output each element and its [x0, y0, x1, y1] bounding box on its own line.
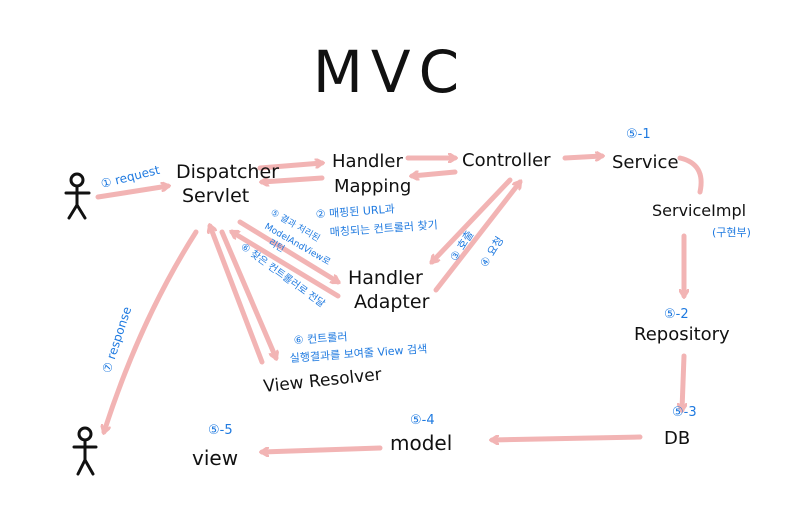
response-arrow [104, 229, 199, 432]
view-node: view [192, 446, 238, 470]
servlet-to-adapter-arrow [237, 219, 338, 285]
adapter-note-line2: ④ 요청 [478, 234, 507, 269]
user-response-icon [72, 426, 98, 476]
model-to-view-arrow [262, 445, 383, 452]
impl-note: (구현부) [712, 226, 751, 239]
service-impl-node: ServiceImpl [652, 201, 746, 220]
repository-node: Repository [634, 324, 730, 345]
adapter-to-servlet-arrow [232, 229, 341, 299]
from-controller-arrow [412, 169, 458, 176]
mapping-note-line2: 매칭되는 컨트롤러 찾기 [329, 218, 438, 239]
view-resolver-node: View Resolver [262, 365, 382, 397]
diagram-title: MVC [313, 38, 467, 106]
service-to-impl-arrow [677, 155, 704, 195]
handler-mapping-line1: Handler [332, 151, 403, 172]
user-icon [64, 172, 91, 220]
dispatcher-servlet-line2: Servlet [182, 185, 249, 207]
arrows [95, 155, 704, 452]
step-db-label: ⑤-3 [672, 405, 697, 420]
step-repository-label: ⑤-2 [664, 307, 689, 322]
dispatcher-servlet-line1: Dispatcher [176, 161, 279, 183]
handler-adapter-line1: Handler [348, 267, 423, 289]
servlet-to-view-resolver-arrow [219, 229, 276, 358]
view-note-line1: ⑥ 컨트롤러 [293, 330, 348, 347]
db-to-model-arrow [492, 434, 643, 440]
service-node: Service [612, 152, 679, 173]
mapping-note-line1: ② 매핑된 URL과 [315, 203, 395, 221]
step-model-label: ⑤-4 [410, 413, 435, 428]
model-node: model [390, 431, 452, 455]
db-node: DB [664, 428, 690, 449]
view-resolver-to-servlet-arrow [210, 226, 265, 365]
to-db-arrow [682, 353, 684, 410]
controller-node: Controller [462, 150, 551, 171]
step-service-label: ⑤-1 [626, 127, 651, 142]
request-arrow [95, 186, 168, 200]
to-handler-mapping-arrow [257, 163, 322, 171]
handler-adapter-line2: Adapter [354, 291, 430, 313]
from-handler-mapping-arrow [262, 175, 325, 182]
to-service-arrow [562, 156, 602, 158]
handler-mapping-line2: Mapping [334, 176, 411, 197]
adapter-to-controller-arrow [433, 182, 523, 293]
controller-to-adapter-arrow [432, 177, 513, 262]
step-view-label: ⑤-5 [208, 423, 233, 438]
